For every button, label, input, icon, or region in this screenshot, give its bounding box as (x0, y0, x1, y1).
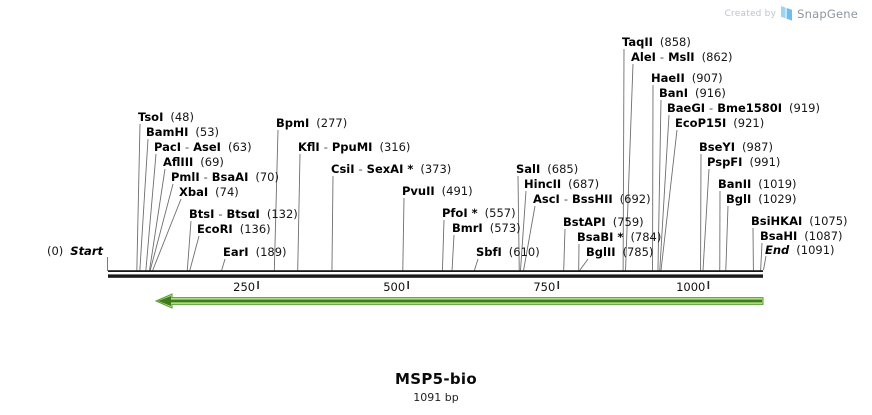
site-label[interactable]: BamHI(53) (146, 125, 219, 139)
leader-line (152, 198, 182, 272)
site-label[interactable]: PvuII(491) (402, 184, 473, 198)
map-length-label: 1091 bp (413, 391, 459, 404)
watermark: Created by SnapGene (725, 6, 858, 21)
leader-line (297, 153, 301, 272)
site-label[interactable]: KflI-PpuMI(316) (298, 140, 410, 154)
site-label[interactable]: AscI-BssHII(692) (533, 192, 651, 206)
site-label[interactable]: BglI(1029) (726, 192, 796, 206)
leader-line (473, 258, 479, 272)
leader-line (139, 138, 149, 272)
leader-line (145, 153, 157, 272)
sequence-backbone-bar[interactable] (108, 274, 763, 278)
site-label[interactable]: BsiHKAI(1075) (751, 214, 848, 228)
site-label[interactable]: AflIII(69) (163, 155, 224, 169)
leader-line (221, 258, 226, 272)
leader-line (451, 234, 455, 272)
end-label[interactable]: End(1091) (765, 243, 835, 257)
snapgene-logo-icon (781, 6, 793, 21)
ruler-tick-label: 750 (533, 280, 555, 294)
site-label[interactable]: TsoI(48) (138, 110, 194, 124)
sequence-map: 250 500 750 1000 TsoI(48)BamHI(53)PacI-AseI(… (47, 35, 848, 309)
site-label[interactable]: BpmI(277) (276, 116, 347, 130)
leader-line (273, 129, 279, 272)
site-label[interactable]: XbaI(74) (179, 185, 239, 199)
leader-line (523, 205, 536, 272)
site-label[interactable]: EcoRI(136) (197, 222, 271, 236)
leader-line (725, 205, 729, 272)
leader-line (659, 114, 670, 272)
map-title: MSP5-bio (395, 370, 477, 388)
watermark-created-by-label: Created by (724, 8, 777, 19)
leader-line (702, 168, 710, 272)
site-label[interactable]: BstAPI(759) (563, 215, 644, 229)
ruler-tick-label: 500 (383, 280, 405, 294)
site-label[interactable]: EcoP15I(921) (675, 116, 764, 130)
leader-line (625, 63, 634, 272)
site-label[interactable]: HincII(687) (524, 177, 599, 191)
leader-line (763, 255, 767, 271)
site-label[interactable]: BsaHI(1087) (760, 229, 843, 243)
site-label[interactable]: BsaBI *(784) (577, 230, 661, 244)
leader-line (189, 235, 200, 272)
leader-line (441, 219, 445, 272)
site-label[interactable]: BtsI-BtsαI(132) (189, 207, 298, 221)
site-label[interactable]: PspFI(991) (707, 155, 780, 169)
leader-line (136, 123, 141, 272)
leader-line (186, 220, 192, 272)
leader-line (563, 228, 566, 272)
site-label[interactable]: AleI-MslI(862) (631, 50, 733, 64)
site-label[interactable]: SbfI(610) (476, 245, 540, 259)
ruler-tick-label: 250 (233, 280, 255, 294)
leader-line (657, 99, 662, 272)
site-label[interactable]: TaqII(858) (622, 35, 691, 49)
site-label[interactable]: HaeII(907) (651, 71, 723, 85)
site-label[interactable]: BmrI(573) (452, 221, 521, 235)
title-block: MSP5-bio 1091 bp (0, 370, 872, 404)
site-label[interactable]: BanI(916) (659, 86, 726, 100)
leader-line (402, 197, 405, 272)
leader-line (760, 242, 763, 272)
site-label[interactable]: SalI(685) (516, 162, 578, 176)
leader-line (660, 129, 678, 272)
leader-line (578, 258, 589, 272)
sequence-backbone[interactable] (108, 270, 763, 272)
ruler-tick-label: 1000 (676, 280, 705, 294)
leader-line (149, 183, 174, 272)
site-label[interactable]: BaeGI-Bme1580I(919) (667, 101, 820, 115)
leader-line (331, 175, 334, 272)
site-label[interactable]: BglII(785) (586, 245, 653, 259)
site-label[interactable]: EarI(189) (223, 245, 287, 259)
site-label[interactable]: BseYI(987) (699, 140, 773, 154)
feature-arrow-core (158, 296, 763, 306)
leader-line (517, 175, 520, 272)
leader-line (148, 168, 166, 272)
leader-line (622, 48, 625, 272)
site-label[interactable]: PfoI *(557) (442, 206, 516, 220)
start-label[interactable]: (0)Start (47, 244, 104, 258)
site-label[interactable]: CsiI-SexAI *(373) (331, 162, 451, 176)
leader-line (520, 190, 527, 272)
site-label[interactable]: PmlI-BsaAI(70) (171, 170, 279, 184)
watermark-brand-label: SnapGene (797, 6, 858, 21)
site-label[interactable]: PacI-AseI(63) (154, 140, 252, 154)
site-label[interactable]: BanII(1019) (718, 177, 797, 191)
